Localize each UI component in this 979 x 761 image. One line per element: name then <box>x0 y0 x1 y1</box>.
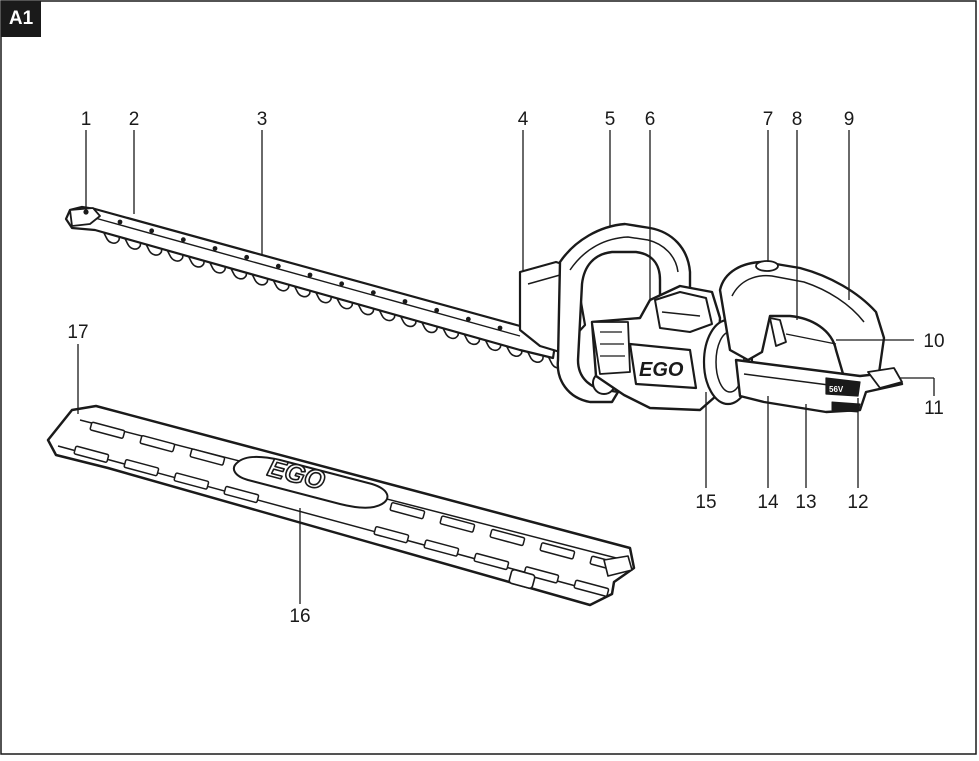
callout-16: 16 <box>289 606 310 627</box>
callout-17: 17 <box>67 322 88 343</box>
callout-3: 3 <box>257 109 268 130</box>
blade-rivet <box>465 316 471 322</box>
battery-release-button <box>867 367 903 389</box>
callout-14: 14 <box>757 492 779 513</box>
callout-12: 12 <box>847 492 868 513</box>
lock-off-button <box>755 260 779 272</box>
blade-rivet <box>275 263 281 269</box>
blade-rivet <box>402 299 408 304</box>
callout-7: 7 <box>763 109 774 130</box>
cover-slot <box>523 566 560 584</box>
callout-10: 10 <box>923 331 944 352</box>
blade-rivet <box>307 272 313 278</box>
rear-handle: 56V <box>718 260 904 414</box>
figure-badge: A1 <box>1 1 41 37</box>
cover-slot <box>489 528 526 547</box>
cover-slot <box>223 485 260 504</box>
blade-rivet <box>180 237 186 243</box>
callout-1: 1 <box>81 109 92 130</box>
cover-slot <box>473 552 510 571</box>
battery-voltage-label: 56V <box>829 385 844 394</box>
cover-slot <box>423 539 460 557</box>
cover-slot <box>73 445 110 463</box>
callout-2: 2 <box>129 109 140 130</box>
cover-slot <box>539 542 576 560</box>
callout-13: 13 <box>795 492 816 513</box>
callout-15: 15 <box>695 492 716 513</box>
motor-logo: EGO <box>639 359 684 381</box>
cover-slot <box>389 501 426 520</box>
cover-slot <box>89 421 126 439</box>
blade-tip <box>69 207 101 227</box>
cover-slot <box>573 579 610 597</box>
callout-11: 11 <box>924 398 944 419</box>
callout-5: 5 <box>605 109 616 130</box>
callout-labels: 1 2 3 4 5 6 7 8 9 10 11 12 13 14 15 16 1… <box>67 109 944 627</box>
callout-9: 9 <box>844 109 855 130</box>
leader-lines <box>77 130 935 604</box>
cover-slot <box>139 434 176 453</box>
blade-rivet <box>370 290 376 296</box>
trigger <box>769 317 787 347</box>
callout-6: 6 <box>645 109 656 130</box>
blade-rivet <box>244 254 250 260</box>
cover-slot <box>173 472 210 490</box>
cover-slot <box>189 448 226 466</box>
callout-4: 4 <box>518 109 529 130</box>
callout-8: 8 <box>792 109 803 130</box>
blade-rivet <box>339 281 345 287</box>
cutting-blade <box>64 205 566 369</box>
blade-rivet <box>117 219 123 225</box>
blade-rivet <box>149 228 155 234</box>
blade-rivet <box>212 246 218 251</box>
cover-slot <box>373 525 410 544</box>
blade-rivet <box>434 307 440 313</box>
blade-cover: EGO <box>46 404 636 607</box>
blade-rivet <box>497 325 503 331</box>
cover-slot <box>123 458 160 477</box>
blade-rivets <box>117 219 503 331</box>
cover-slot <box>439 515 476 533</box>
